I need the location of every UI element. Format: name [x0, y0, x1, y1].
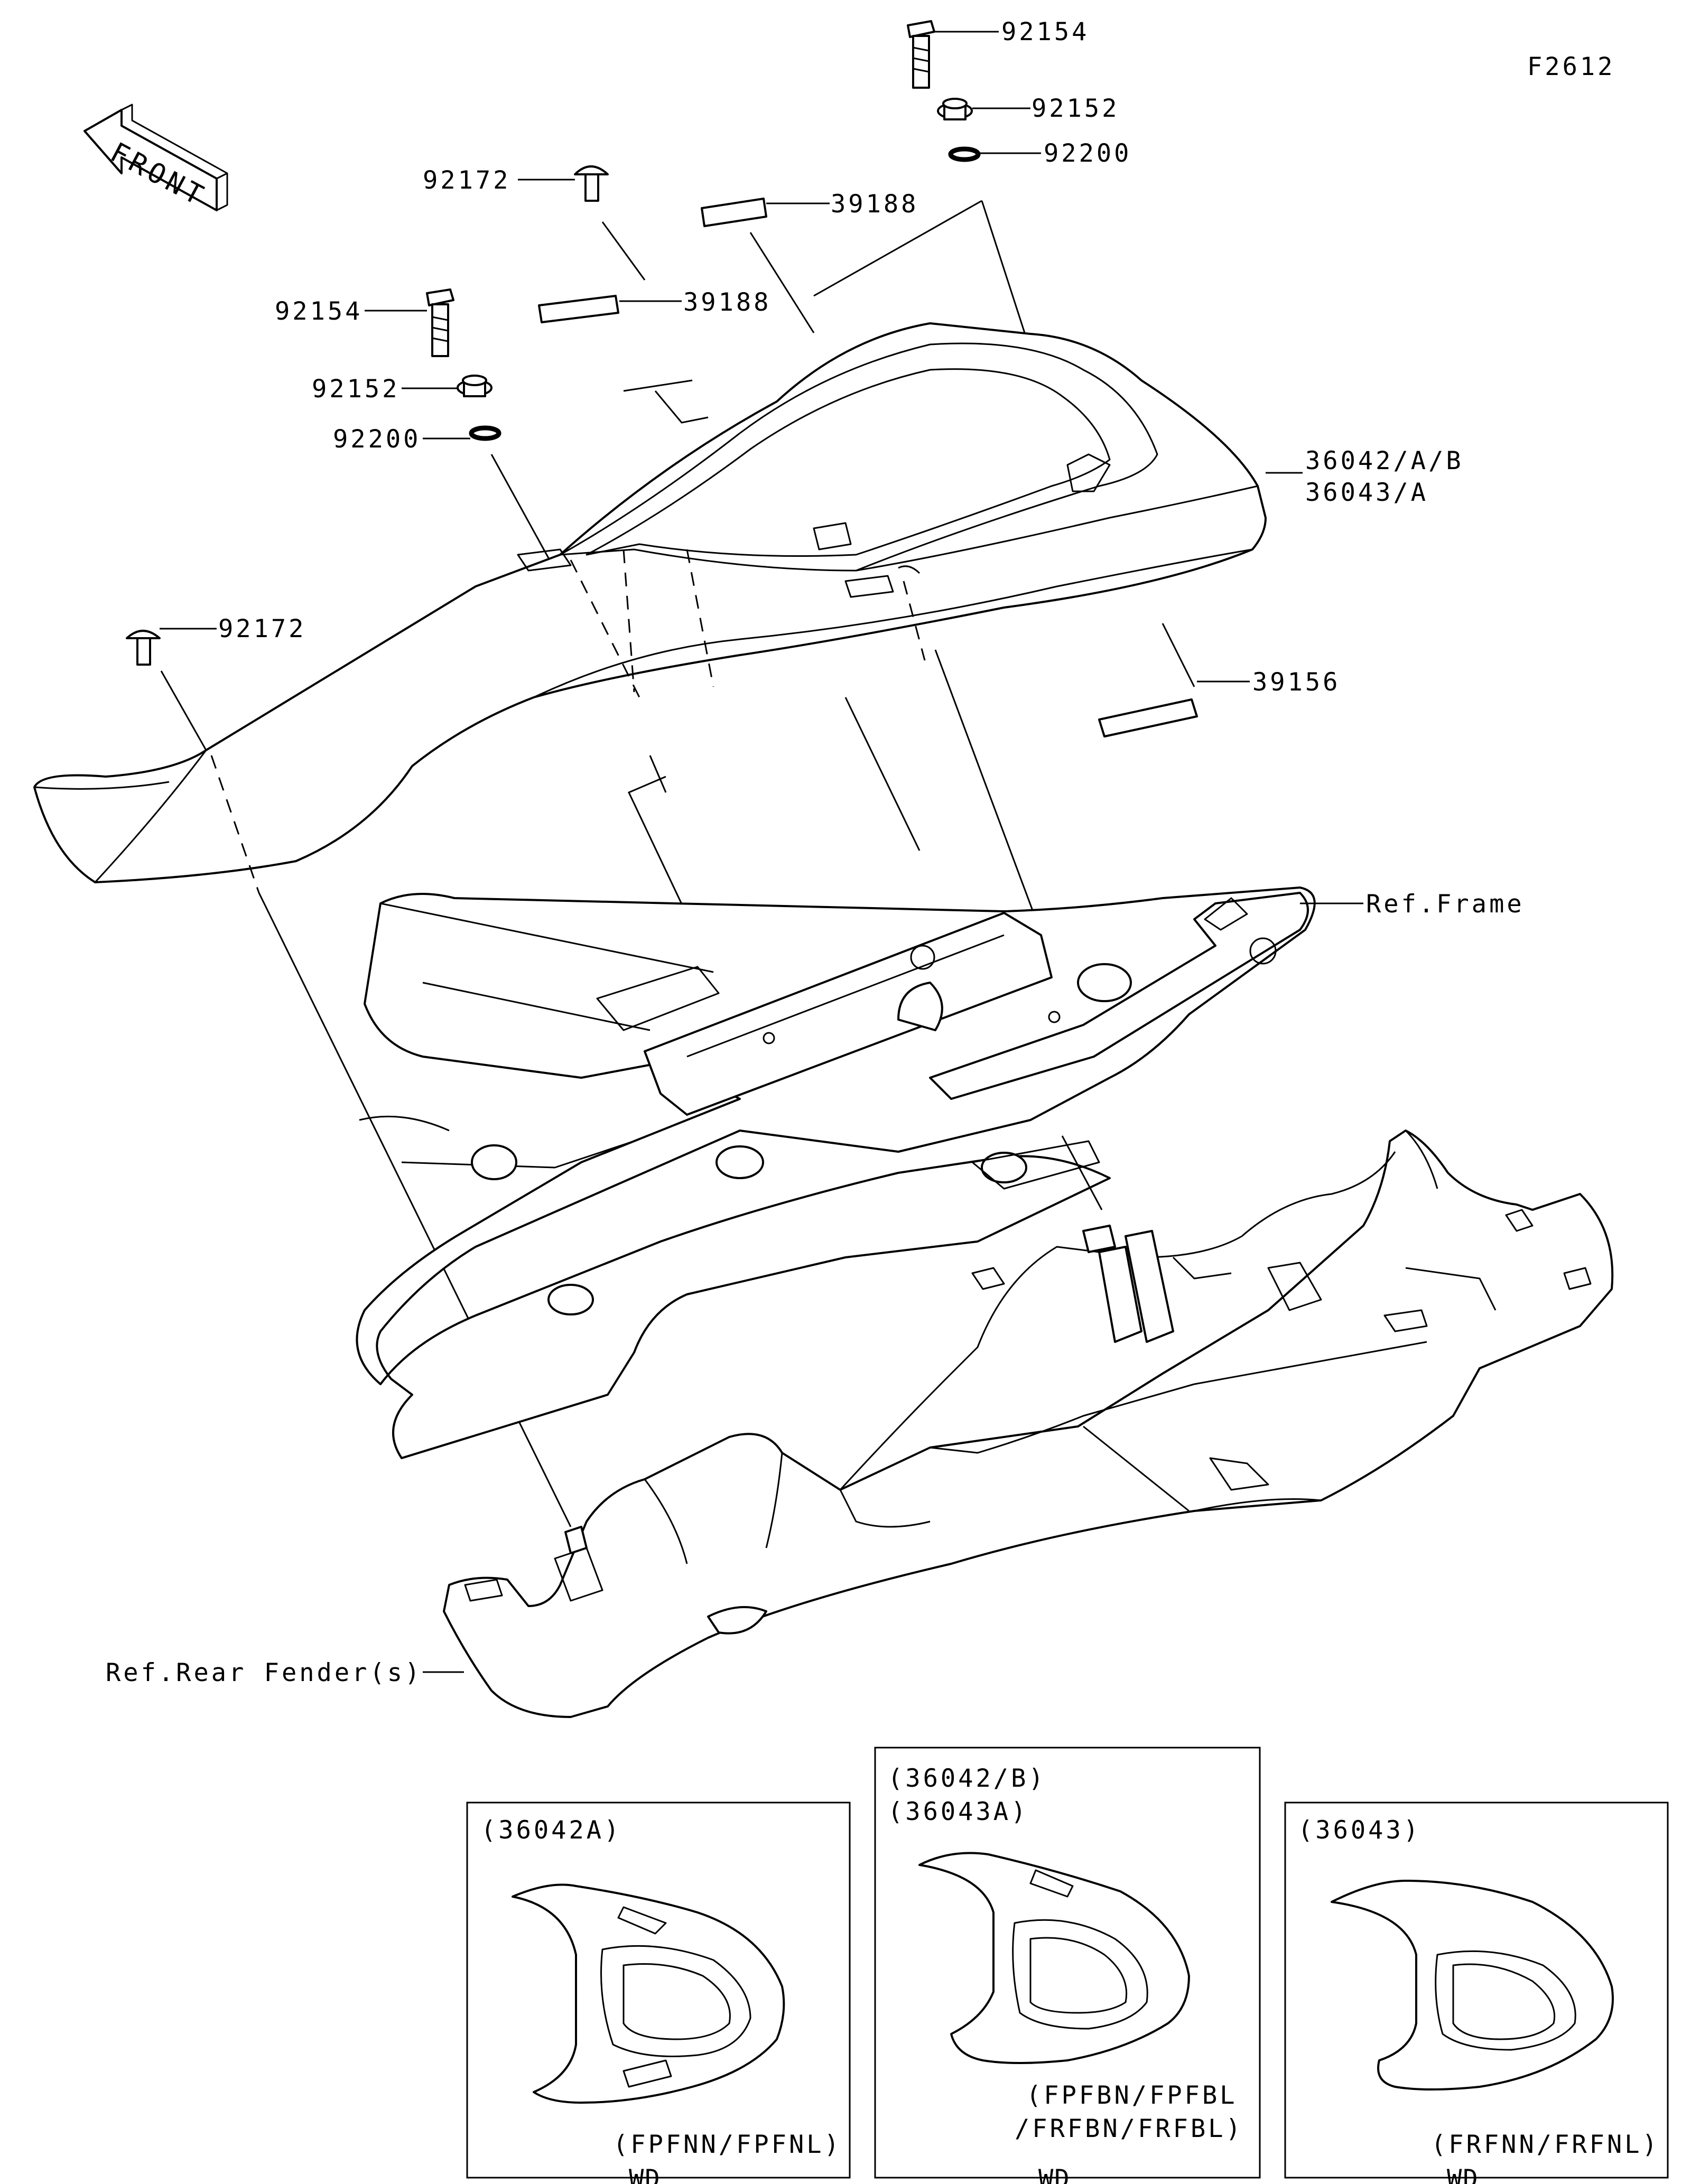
callout-bolt-left: 92154 [275, 297, 363, 326]
label-39188-upper [701, 198, 767, 227]
callout-ref-fender: Ref.Rear Fender(s) [106, 1658, 422, 1687]
callout-oring-left: 92200 [333, 425, 421, 454]
callout-cover-b: 36043/A [1305, 478, 1428, 507]
oring-92200-top [948, 146, 981, 162]
inset-2-variants: (FPFBN/FPFBL [1026, 2081, 1238, 2110]
callout-bolt-top: 92154 [1001, 17, 1089, 46]
bolt-92154-top [907, 20, 935, 89]
inset-36042A: (36042A) (FPFNN/FPFNL) WD [466, 1802, 851, 2184]
figure-id: F2612 [1527, 52, 1615, 81]
inset-2-footer: WD [1038, 2164, 1071, 2184]
bolt-92154-left [426, 288, 454, 357]
inset-1-cover [512, 1883, 785, 2104]
callout-washer-left: 92152 [312, 375, 399, 404]
callout-label-rear: 39156 [1252, 668, 1340, 697]
callout-oring-top: 92200 [1044, 139, 1131, 168]
label-39156-rear [1098, 698, 1198, 738]
inset-2-title-2: (36043A) [888, 1797, 1028, 1826]
washer-92152-top [937, 98, 973, 120]
inset-2-title: (36042/B) [888, 1764, 1046, 1793]
oring-92200-left [469, 425, 501, 441]
callout-screw-lower: 92172 [218, 614, 306, 643]
callout-ref-frame: Ref.Frame [1366, 890, 1525, 919]
inset-36042B-36043A: (36042/B) (36043A) (FPFBN/FPFBL /FRFBN/F… [874, 1747, 1261, 2184]
inset-36043: (36043) (FRFNN/FRFNL) WD [1284, 1802, 1669, 2184]
callout-label-upper: 39188 [831, 190, 918, 219]
inset-3-cover [1331, 1880, 1614, 2090]
inset-1-title: (36042A) [481, 1816, 621, 1845]
screw-92172-lower [126, 630, 161, 666]
inset-1-variants: (FPFNN/FPFNL) [613, 2130, 842, 2159]
inset-1-footer: WD [629, 2164, 661, 2184]
inset-2-variants-2: /FRFBN/FRFBL) [1015, 2114, 1243, 2143]
washer-92152-left [457, 375, 493, 397]
callout-cover-a: 36042/A/B [1305, 446, 1464, 475]
callout-screw-upper: 92172 [423, 166, 510, 195]
inset-3-title: (36043) [1298, 1816, 1421, 1845]
front-arrow-icon: FRONT [83, 104, 228, 213]
screw-92172-upper [574, 165, 609, 202]
callout-label-left: 39188 [683, 288, 771, 317]
inset-2-cover [918, 1852, 1190, 2064]
ref-rear-fender [443, 1130, 1614, 1718]
label-39188-left [538, 295, 619, 323]
callout-washer-top: 92152 [1032, 94, 1119, 123]
inset-3-footer: WD [1447, 2164, 1479, 2184]
inset-3-variants: (FRFNN/FRFNL) [1431, 2130, 1660, 2159]
seat-cover-36042-36043 [33, 322, 1267, 893]
ref-frame [356, 886, 1316, 1459]
